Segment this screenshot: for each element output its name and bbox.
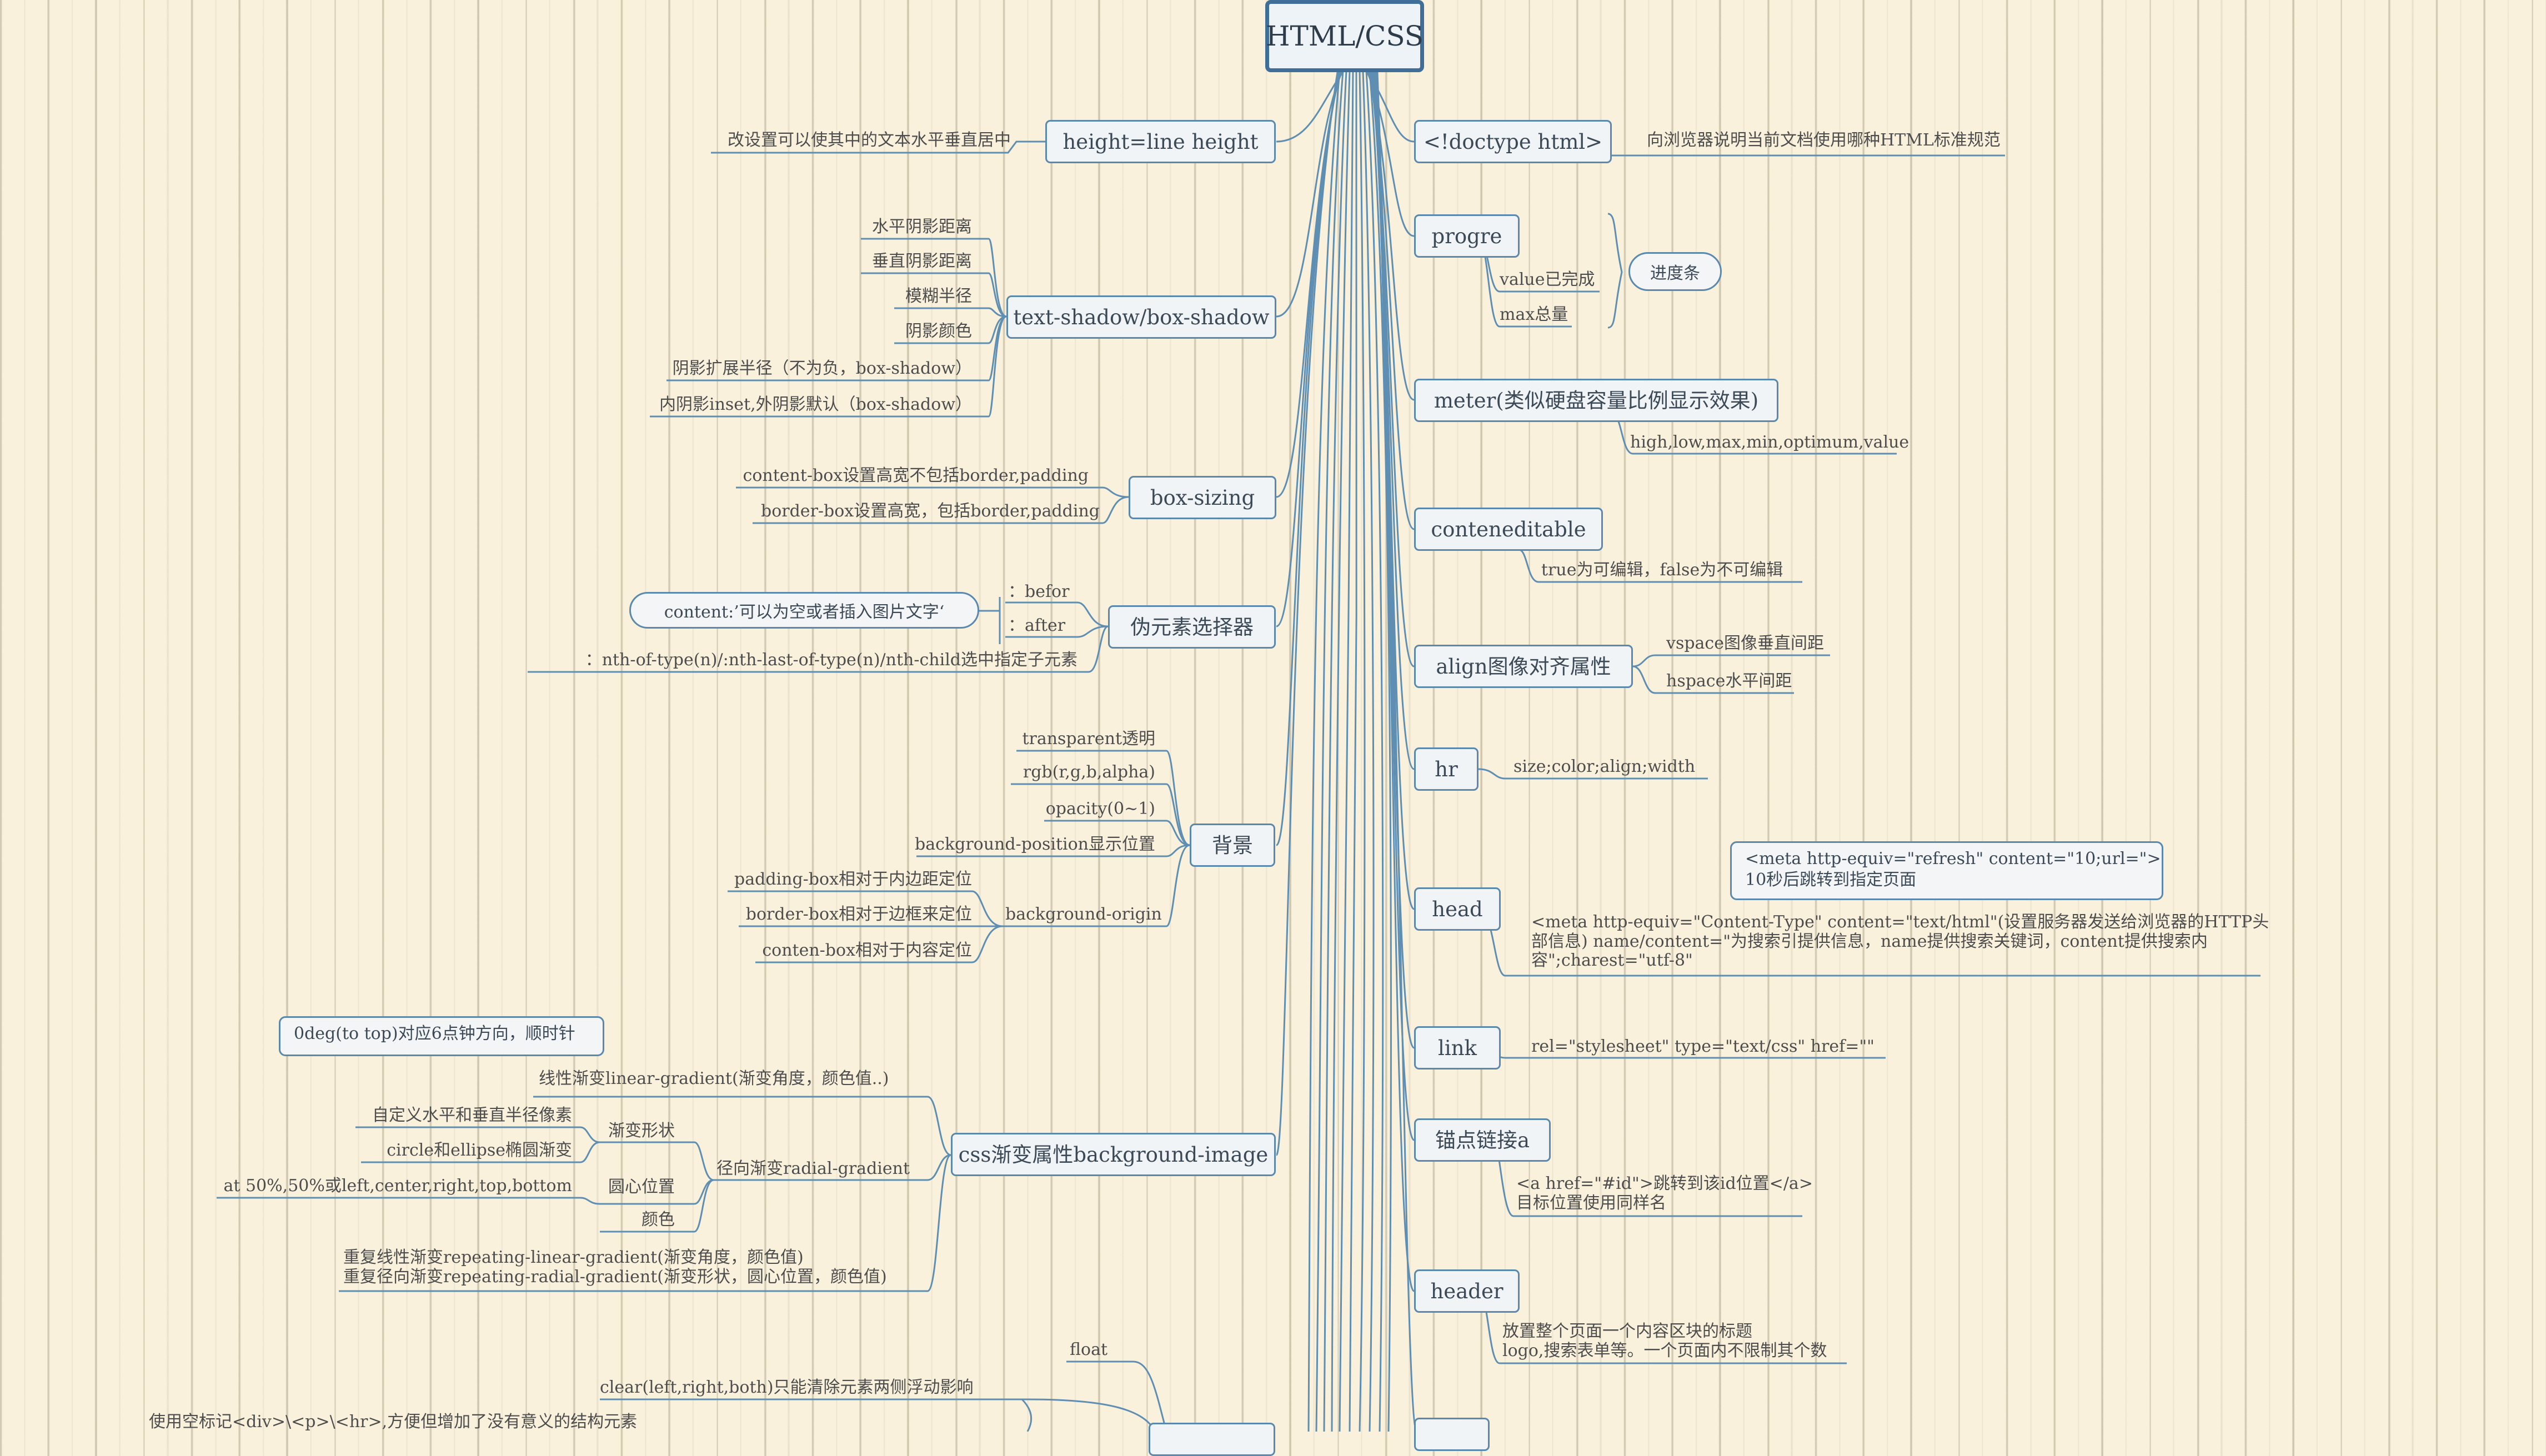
gradient-shape: 渐变形状 xyxy=(608,1121,675,1141)
pseudo-content-pill: content:’可以为空或者插入图片文字‘ xyxy=(629,592,979,629)
pseudo-after: ：after xyxy=(1008,616,1066,635)
boxsizing-border: border-box设置高宽，包括border,padding xyxy=(761,501,1100,521)
node-link[interactable]: link xyxy=(1414,1026,1501,1070)
pseudo-nth: ：nth-of-type(n)/:nth-last-of-type(n)/nth… xyxy=(585,650,1077,670)
node-float-partial[interactable] xyxy=(1149,1423,1275,1456)
shadow-item-color: 阴影颜色 xyxy=(905,322,972,341)
gradient-linear-callout: 0deg(to top)对应6点钟方向，顺时针 xyxy=(279,1016,604,1056)
gradient-repeat: 重复线性渐变repeating-linear-gradient(渐变角度，颜色值… xyxy=(343,1248,887,1287)
gradient-color: 颜色 xyxy=(641,1210,675,1229)
note-header: 放置整个页面一个内容区块的标题 logo,搜索表单等。一个页面内不限制其个数 xyxy=(1502,1322,1827,1360)
gradient-center-item: at 50%,50%或left,center,right,top,bottom xyxy=(223,1176,572,1196)
align-hspace: hspace水平间距 xyxy=(1666,671,1792,691)
note-head: <meta http-equiv="Content-Type" content=… xyxy=(1531,912,2269,970)
shadow-item-h: 水平阴影距离 xyxy=(872,217,972,237)
note-link: rel="stylesheet" type="text/css" href="" xyxy=(1531,1037,1875,1056)
node-head[interactable]: head xyxy=(1414,887,1501,931)
node-contenteditable[interactable]: conteneditable xyxy=(1414,508,1603,551)
root-node[interactable]: HTML/CSS xyxy=(1265,0,1424,72)
node-background[interactable]: 背景 xyxy=(1190,824,1275,867)
note-line-height: 改设置可以使其中的文本水平垂直居中 xyxy=(728,130,1011,150)
float-empty: 使用空标记<div>\<p>\<hr>,方便但增加了没有意义的结构元素 xyxy=(149,1412,638,1432)
bg-rgb: rgb(r,g,b,alpha) xyxy=(1023,762,1155,782)
node-progress[interactable]: progre xyxy=(1414,214,1520,258)
bg-position: background-position显示位置 xyxy=(915,835,1155,854)
node-line-height[interactable]: height=line height xyxy=(1045,120,1276,163)
bg-origin-content: conten-box相对于内容定位 xyxy=(762,941,972,960)
progress-group-pill: 进度条 xyxy=(1628,252,1722,291)
note-doctype: 向浏览器说明当前文档使用哪种HTML标准规范 xyxy=(1647,130,2001,150)
shadow-item-blur: 模糊半径 xyxy=(905,287,972,306)
gradient-shape-radius: 自定义水平和垂直半径像素 xyxy=(372,1106,572,1125)
bg-origin-border: border-box相对于边框来定位 xyxy=(745,905,972,924)
float-clear: clear(left,right,both)只能清除元素两侧浮动影响 xyxy=(600,1378,974,1397)
note-contenteditable: true为可编辑，false为不可编辑 xyxy=(1541,560,1783,580)
node-partial-right[interactable] xyxy=(1414,1418,1490,1451)
bg-origin: background-origin xyxy=(1005,905,1162,924)
gradient-shape-circle: circle和ellipse椭圆渐变 xyxy=(387,1141,572,1160)
bg-opacity: opacity(0~1) xyxy=(1045,799,1155,819)
float-label: float xyxy=(1070,1340,1108,1359)
progress-value: value已完成 xyxy=(1500,270,1595,289)
note-hr: size;color;align;width xyxy=(1513,757,1696,776)
bg-origin-padding: padding-box相对于内边距定位 xyxy=(734,870,972,889)
node-pseudo[interactable]: 伪元素选择器 xyxy=(1108,605,1276,649)
shadow-item-spread: 阴影扩展半径（不为负，box-shadow） xyxy=(672,359,972,378)
pseudo-before: ：befor xyxy=(1008,582,1070,601)
shadow-item-v: 垂直阴影距离 xyxy=(872,252,972,271)
node-doctype[interactable]: <!doctype html> xyxy=(1414,120,1612,163)
node-anchor[interactable]: 锚点链接a xyxy=(1414,1118,1551,1162)
bg-transparent: transparent透明 xyxy=(1022,729,1155,749)
boxsizing-content: content-box设置高宽不包括border,padding xyxy=(743,466,1089,485)
node-hr[interactable]: hr xyxy=(1414,747,1479,791)
gradient-center: 圆心位置 xyxy=(608,1177,675,1197)
node-meter[interactable]: meter(类似硬盘容量比例显示效果) xyxy=(1414,379,1778,422)
node-gradient[interactable]: css渐变属性background-image xyxy=(951,1133,1276,1176)
node-align[interactable]: align图像对齐属性 xyxy=(1414,645,1633,688)
align-vspace: vspace图像垂直间距 xyxy=(1666,634,1824,653)
gradient-radial: 径向渐变radial-gradient xyxy=(716,1159,910,1178)
progress-max: max总量 xyxy=(1500,305,1568,324)
note-meter: high,low,max,min,optimum,value xyxy=(1630,433,1910,452)
note-anchor: <a href="#id">跳转到该id位置</a> 目标位置使用同样名 xyxy=(1516,1174,1813,1213)
head-refresh-callout: <meta http-equiv="refresh" content="10;u… xyxy=(1730,841,2163,900)
node-header[interactable]: header xyxy=(1414,1269,1520,1313)
shadow-item-inset: 内阴影inset,外阴影默认（box-shadow） xyxy=(659,395,972,414)
gradient-linear: 线性渐变linear-gradient(渐变角度，颜色值..) xyxy=(539,1069,889,1088)
node-box-sizing[interactable]: box-sizing xyxy=(1129,476,1276,519)
node-shadow[interactable]: text-shadow/box-shadow xyxy=(1006,295,1276,339)
